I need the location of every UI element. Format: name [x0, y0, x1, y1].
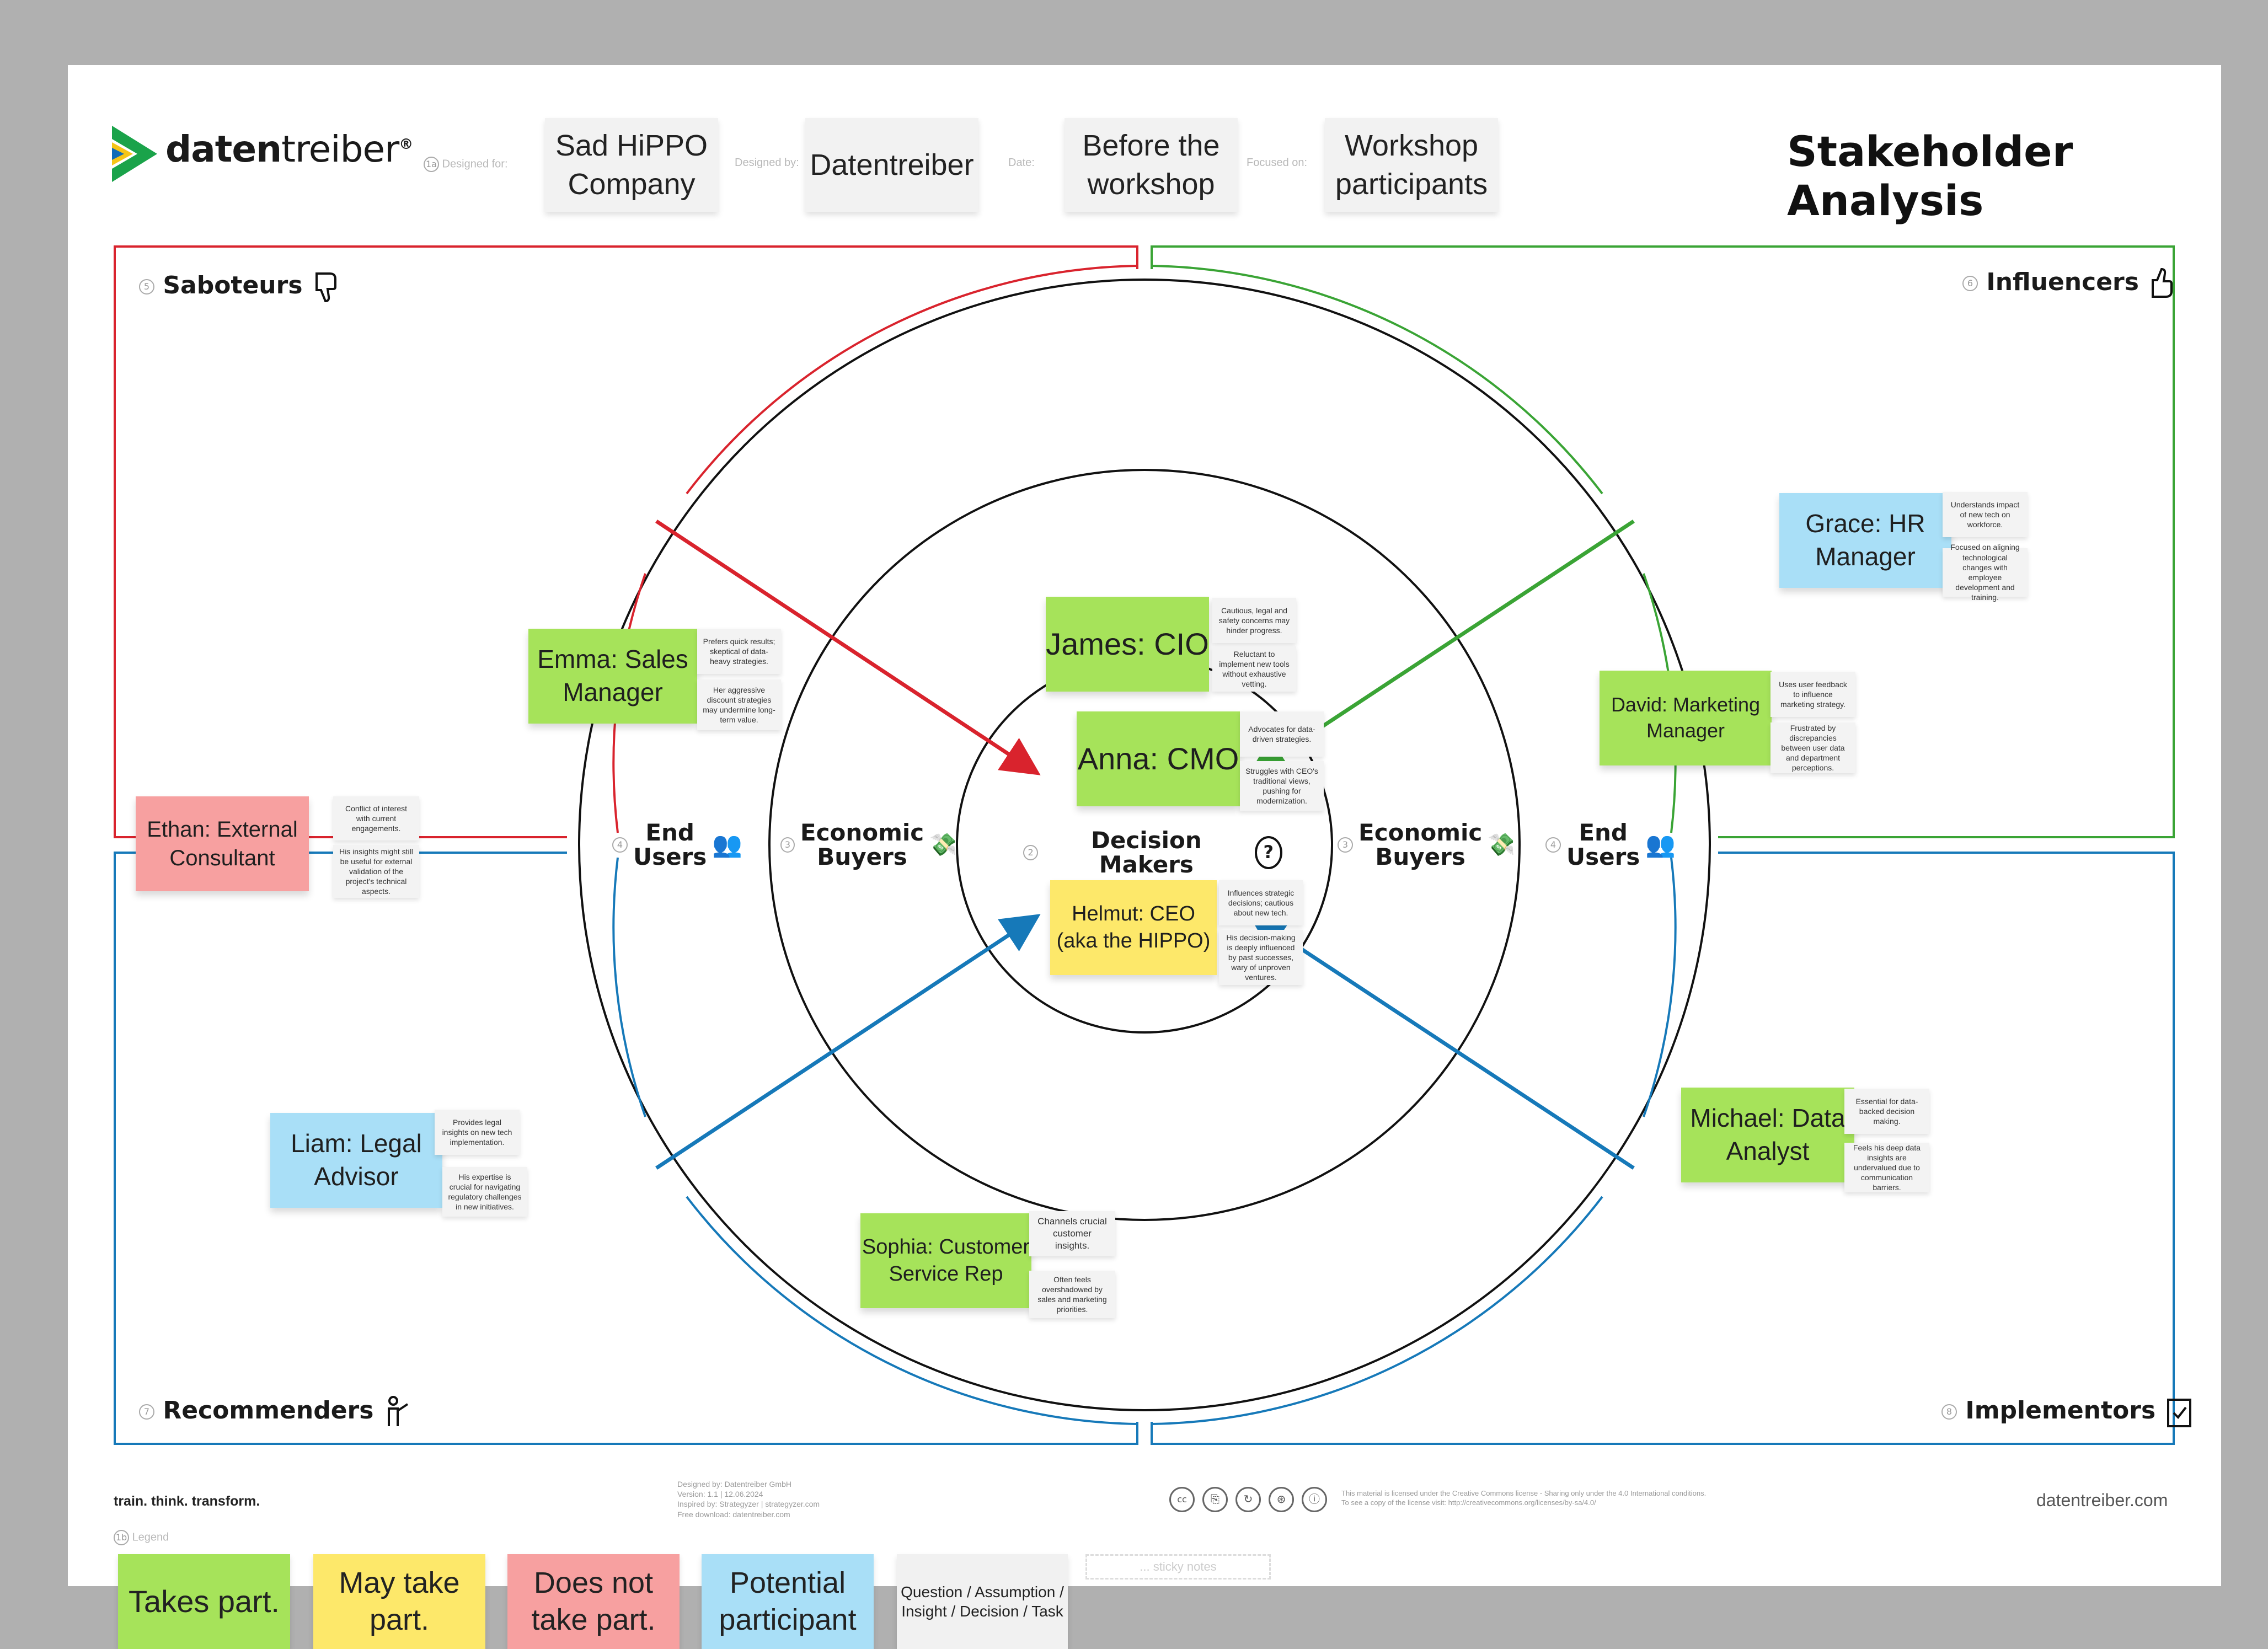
- cc-icon: cc: [1169, 1487, 1195, 1512]
- users-icon: 👥: [712, 831, 743, 859]
- tagline: train. think. transform.: [114, 1493, 260, 1509]
- sticky-helmut[interactable]: Helmut: CEO (aka the HIPPO): [1050, 880, 1217, 975]
- footer-url[interactable]: datentreiber.com: [2036, 1490, 2168, 1510]
- legend-may-take-part: May take part.: [313, 1554, 485, 1649]
- note-liam-2[interactable]: His expertise is crucial for navigating …: [442, 1167, 527, 1217]
- money-hand-icon: 💸: [1488, 832, 1516, 858]
- question-icon: ?: [1254, 836, 1282, 870]
- note-michael-1[interactable]: Essential for data-backed decision makin…: [1844, 1089, 1929, 1134]
- arc-green: [1151, 265, 1603, 495]
- sticky-liam[interactable]: Liam: Legal Advisor: [270, 1113, 442, 1208]
- implementor-arrow: [1248, 914, 1635, 1170]
- note-david-1[interactable]: Uses user feedback to influence marketin…: [1770, 672, 1855, 717]
- pointing-person-icon: [387, 1396, 408, 1426]
- implementors-frame-line: [1151, 852, 2175, 1445]
- decision-makers-label: 2 Decision Makers ?: [1023, 828, 1282, 877]
- legend-label: 1b Legend: [114, 1530, 169, 1545]
- note-anna-2[interactable]: Struggles with CEO's traditional views, …: [1240, 761, 1324, 811]
- note-james-2[interactable]: Reluctant to implement new tools without…: [1212, 646, 1296, 692]
- legend-potential-participant: Potential participant: [702, 1554, 874, 1649]
- legend-does-not-take-part: Does not take part.: [507, 1554, 680, 1649]
- thumbs-up-icon: [2152, 267, 2173, 298]
- note-grace-1[interactable]: Understands impact of new tech on workfo…: [1943, 492, 2028, 537]
- note-grace-2[interactable]: Focused on aligning technological change…: [1943, 543, 2028, 602]
- note-ethan-2[interactable]: His insights might still be useful for e…: [333, 845, 419, 898]
- sticky-grace[interactable]: Grace: HR Manager: [1779, 493, 1951, 588]
- recommenders-label: 7 Recommenders: [139, 1395, 413, 1428]
- saboteur-arrow: [655, 520, 1041, 775]
- legend-sticky-notes: ... sticky notes: [1085, 1554, 1271, 1580]
- share-icon: ⎘: [1202, 1487, 1228, 1512]
- page-title: Stakeholder Analysis: [1787, 127, 2073, 225]
- ring-outer: [578, 279, 1711, 1411]
- arc-blue-right: [1643, 857, 1677, 1117]
- license-text: This material is licensed under the Crea…: [1341, 1489, 1707, 1507]
- note-anna-1[interactable]: Advocates for data-driven strategies.: [1240, 711, 1324, 757]
- designed-for-label: 1a Designed for:: [424, 157, 508, 172]
- legend-question: Question / Assumption / Insight / Decisi…: [897, 1554, 1068, 1649]
- influencers-label: 6 Influencers: [1962, 267, 2178, 300]
- canvas-board: [68, 65, 2221, 1586]
- datentreiber-logo-icon: [112, 126, 157, 185]
- note-james-1[interactable]: Cautious, legal and safety concerns may …: [1212, 598, 1296, 643]
- note-helmut-1[interactable]: Influences strategic decisions; cautious…: [1219, 880, 1303, 925]
- note-liam-1[interactable]: Provides legal insights on new tech impl…: [435, 1110, 520, 1155]
- note-emma-1[interactable]: Prefers quick results; skeptical of data…: [697, 629, 781, 674]
- remix-icon: ⊛: [1269, 1487, 1294, 1512]
- influencers-frame-line: [1151, 245, 2175, 838]
- legend-takes-part: Takes part.: [118, 1554, 290, 1649]
- thumbs-down-icon: [315, 272, 336, 303]
- sticky-david[interactable]: David: Marketing Manager: [1600, 671, 1772, 765]
- recommender-arrow: [655, 914, 1041, 1170]
- users-icon: 👥: [1645, 831, 1676, 859]
- arc-blue-bottom-right: [1151, 1196, 1603, 1425]
- note-sophia-2[interactable]: Often feels overshadowed by sales and ma…: [1029, 1271, 1115, 1318]
- designed-for-value[interactable]: Sad HiPPO Company: [545, 118, 718, 212]
- focused-on-value[interactable]: Workshop participants: [1325, 118, 1498, 212]
- sharealike-icon: ↻: [1235, 1487, 1261, 1512]
- sticky-ethan[interactable]: Ethan: External Consultant: [136, 796, 309, 891]
- arc-red: [686, 265, 1138, 495]
- brand-name: datentreiber®: [165, 128, 413, 170]
- attribution-icon: ⓘ: [1302, 1487, 1327, 1512]
- sticky-sophia[interactable]: Sophia: Customer Service Rep: [860, 1213, 1031, 1308]
- focused-on-label: Focused on:: [1247, 157, 1308, 169]
- sticky-anna[interactable]: Anna: CMO: [1077, 711, 1240, 806]
- arc-blue-left: [612, 857, 646, 1117]
- sticky-emma[interactable]: Emma: Sales Manager: [528, 629, 697, 724]
- note-david-2[interactable]: Frustrated by discrepancies between user…: [1770, 722, 1855, 773]
- cc-license-icons: cc ⎘ ↻ ⊛ ⓘ: [1169, 1487, 1327, 1512]
- note-michael-2[interactable]: Feels his deep data insights are underva…: [1844, 1143, 1929, 1192]
- sticky-michael[interactable]: Michael: Data Analyst: [1681, 1088, 1854, 1182]
- arc-blue-bottom: [686, 1196, 1138, 1425]
- clipboard-check-icon: [2167, 1399, 2192, 1427]
- money-hand-icon: 💸: [929, 832, 957, 858]
- sticky-james[interactable]: James: CIO: [1046, 597, 1209, 692]
- date-label: Date:: [1008, 157, 1035, 169]
- note-helmut-2[interactable]: His decision-making is deeply influenced…: [1219, 930, 1303, 985]
- saboteurs-label: 5 Saboteurs: [139, 270, 342, 303]
- ring-middle: [768, 469, 1521, 1221]
- designed-by-value[interactable]: Datentreiber: [805, 118, 978, 212]
- date-value[interactable]: Before the workshop: [1065, 118, 1238, 212]
- saboteurs-frame: [115, 247, 1137, 270]
- designed-by-label: Designed by:: [735, 157, 799, 169]
- note-ethan-1[interactable]: Conflict of interest with current engage…: [333, 796, 419, 840]
- note-sophia-1[interactable]: Channels crucial customer insights.: [1029, 1211, 1115, 1256]
- note-emma-2[interactable]: Her aggressive discount strategies may u…: [697, 679, 781, 730]
- implementors-label: 8 Implementors: [1941, 1395, 2195, 1428]
